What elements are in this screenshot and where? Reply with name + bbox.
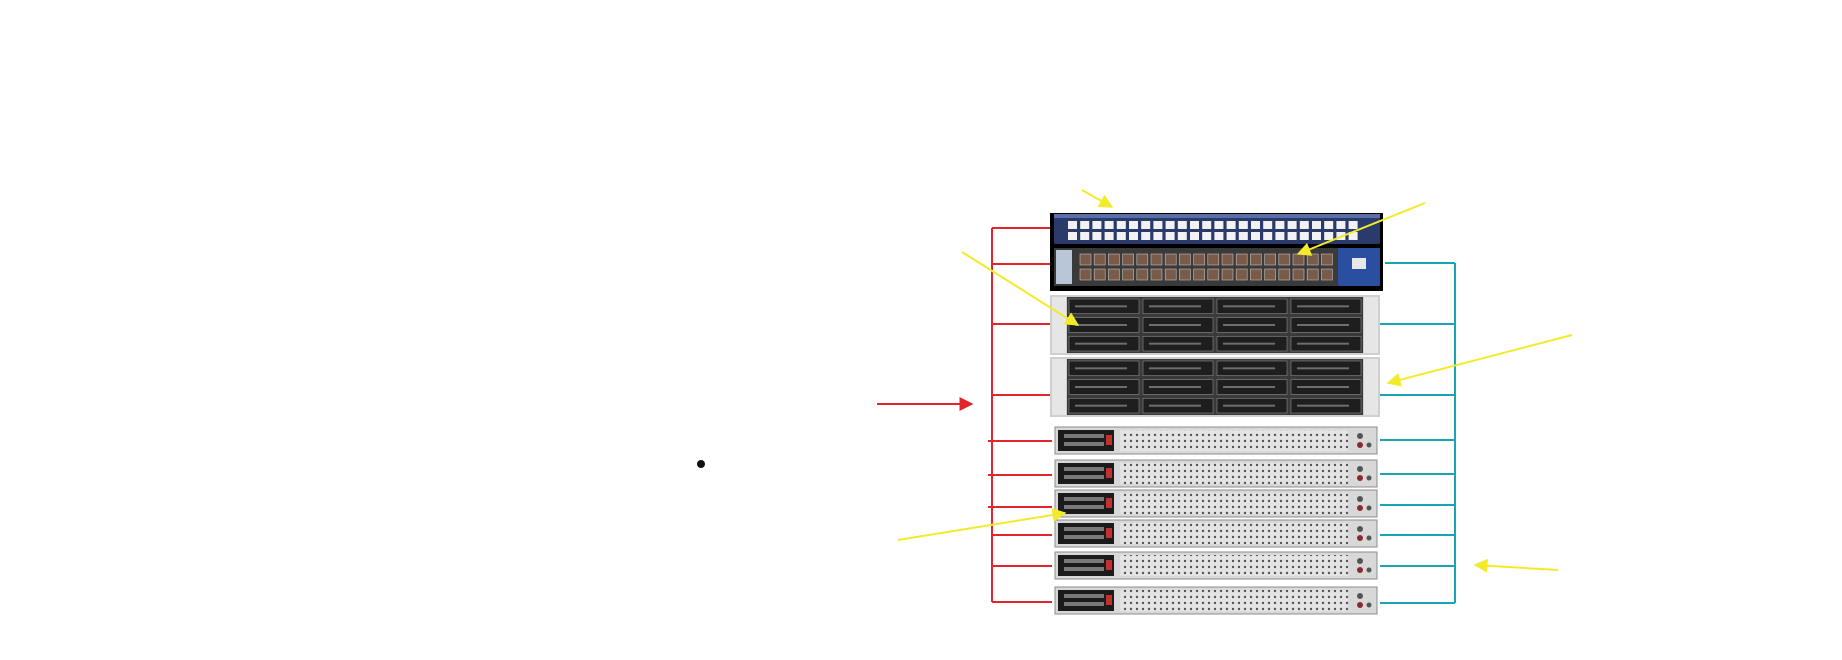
callout-arrow-compute-server — [897, 508, 1067, 541]
callout-arrow-storage-server-right — [1386, 334, 1573, 387]
rack — [1050, 213, 1383, 615]
callout-arrow-data-network — [1473, 558, 1559, 573]
compute-server-icon — [1054, 459, 1378, 488]
storage-server-icon — [1050, 357, 1380, 417]
compute-server-icon — [1054, 426, 1378, 455]
management-network — [988, 227, 1052, 603]
bullet-point — [697, 460, 705, 468]
ethernet-switch-icon — [1054, 214, 1380, 244]
compute-server-icon — [1054, 489, 1378, 518]
storage-server-icon — [1050, 295, 1380, 355]
callout-arrow-ethernet-switch — [1081, 189, 1114, 208]
compute-server-icon — [1054, 551, 1378, 580]
data-network — [1378, 262, 1456, 604]
compute-server-icon — [1054, 519, 1378, 548]
callout-arrow-sfp-switch — [1296, 202, 1426, 256]
callout-arrows — [877, 189, 1573, 573]
infiniband-switch-icon — [1054, 248, 1380, 286]
compute-server-icon — [1054, 586, 1378, 615]
callout-arrow-storage-server — [961, 251, 1080, 326]
